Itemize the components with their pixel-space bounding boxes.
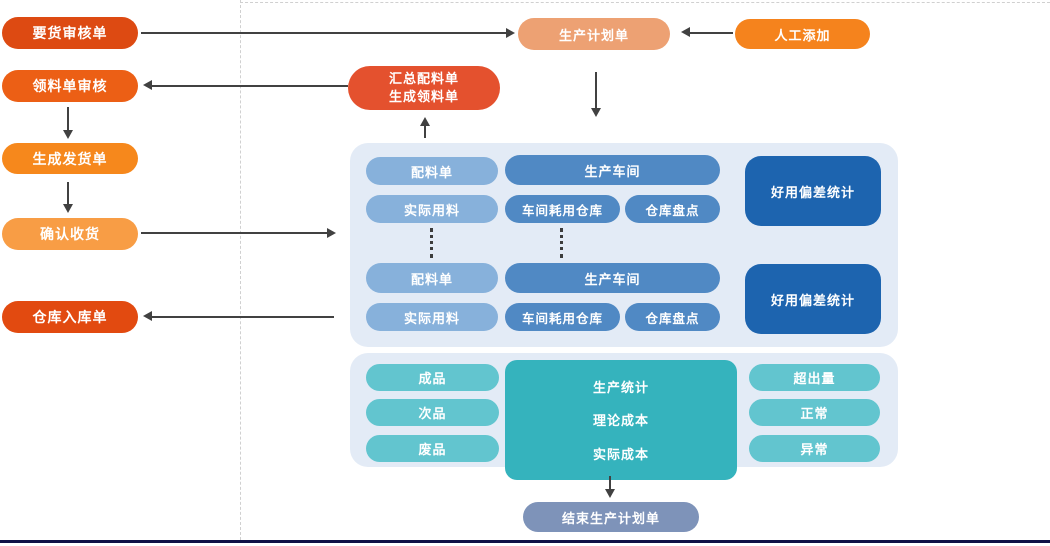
arrow-delivery-to-confirm-line: [67, 182, 69, 206]
node-request-audit-order: 要货审核单: [2, 17, 138, 49]
node-production-stats-box: 生产统计 理论成本 实际成本: [505, 360, 737, 480]
dotted-connector-right: [560, 228, 563, 258]
node-deviation-stats-1: 好用偏差统计: [745, 156, 881, 226]
arrow-pick-to-delivery-line: [67, 107, 69, 132]
arrow-confirm-to-panel-head: [327, 228, 336, 238]
node-generate-delivery-order: 生成发货单: [2, 143, 138, 174]
arrow-panel-to-summary-line: [424, 125, 426, 138]
arrow-panel-to-inbound-line: [152, 316, 334, 318]
stats-panel: 成品 次品 废品 生产统计 理论成本 实际成本 超出量 正常 异常: [350, 353, 898, 480]
arrow-manual-to-plan-line: [690, 32, 733, 34]
bottom-rule: [0, 540, 1050, 543]
node-warehouse-inbound-order: 仓库入库单: [2, 301, 138, 333]
arrow-stats-to-end-line: [609, 476, 611, 490]
summary-line-2: 生成领料单: [388, 89, 459, 104]
arrow-plan-down-head: [591, 108, 601, 117]
node-manual-add: 人工添加: [735, 19, 870, 49]
stats-line-actual-cost: 实际成本: [592, 446, 649, 462]
node-deviation-stats-2: 好用偏差统计: [745, 264, 881, 334]
node-picking-audit: 领料单审核: [2, 70, 138, 102]
arrow-manual-to-plan-head: [681, 27, 690, 37]
node-normal: 正常: [749, 399, 880, 426]
arrow-request-to-plan-line: [141, 32, 506, 34]
node-abnormal: 异常: [749, 435, 880, 462]
node-workshop-store-1: 车间耗用仓库: [505, 195, 620, 223]
arrow-summary-to-pick-line: [152, 85, 348, 87]
node-bom-1: 配料单: [366, 157, 498, 185]
arrow-request-to-plan-head: [506, 28, 515, 38]
node-actual-usage-1: 实际用料: [366, 195, 498, 223]
node-workshop-2: 生产车间: [505, 263, 720, 293]
node-bom-2: 配料单: [366, 263, 498, 293]
arrow-panel-to-summary-head: [420, 117, 430, 126]
dashed-divider-vertical: [240, 0, 241, 540]
arrow-plan-down-line: [595, 72, 597, 110]
stats-line-production: 生产统计: [592, 380, 649, 396]
node-excess-amount: 超出量: [749, 364, 880, 391]
stats-line-theoretical-cost: 理论成本: [592, 413, 649, 429]
node-production-plan-order: 生产计划单: [518, 18, 670, 50]
workshop-panel: 配料单 生产车间 好用偏差统计 实际用料 车间耗用仓库 仓库盘点 配料单 生产车…: [350, 143, 898, 347]
dashed-divider-horizontal: [240, 2, 1050, 3]
node-confirm-receipt: 确认收货: [2, 218, 138, 250]
dotted-connector-left: [430, 228, 433, 258]
node-workshop-1: 生产车间: [505, 155, 720, 185]
node-scrap-goods: 废品: [366, 435, 499, 462]
arrow-delivery-to-confirm-head: [63, 204, 73, 213]
arrow-summary-to-pick-head: [143, 80, 152, 90]
node-workshop-store-2: 车间耗用仓库: [505, 303, 620, 331]
arrow-pick-to-delivery-head: [63, 130, 73, 139]
node-summary-bom-generate-picking: 汇总配料单 生成领料单: [348, 66, 500, 110]
node-actual-usage-2: 实际用料: [366, 303, 498, 331]
node-stock-check-2: 仓库盘点: [625, 303, 720, 331]
arrow-stats-to-end-head: [605, 489, 615, 498]
arrow-panel-to-inbound-head: [143, 311, 152, 321]
arrow-confirm-to-panel-line: [141, 232, 327, 234]
node-end-production-plan: 结束生产计划单: [523, 502, 699, 532]
summary-line-1: 汇总配料单: [388, 70, 459, 86]
node-stock-check-1: 仓库盘点: [625, 195, 720, 223]
node-finished-goods: 成品: [366, 364, 499, 391]
node-defective-goods: 次品: [366, 399, 499, 426]
